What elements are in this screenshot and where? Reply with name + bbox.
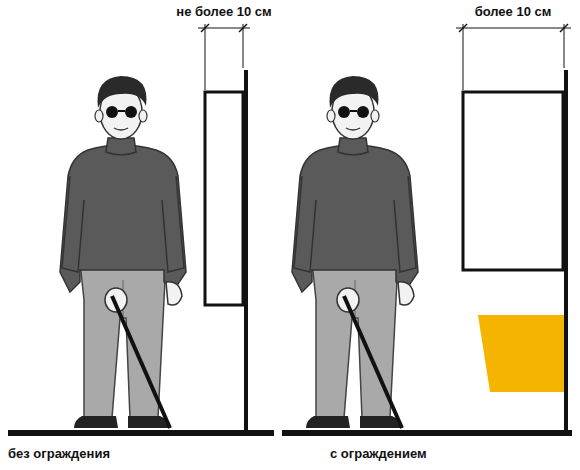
- dimension-label: не более 10 см: [176, 4, 271, 20]
- caption-label: без ограждения: [8, 446, 110, 462]
- caption-label: с ограждением: [330, 446, 427, 462]
- dimension-label: более 10 см: [475, 4, 552, 20]
